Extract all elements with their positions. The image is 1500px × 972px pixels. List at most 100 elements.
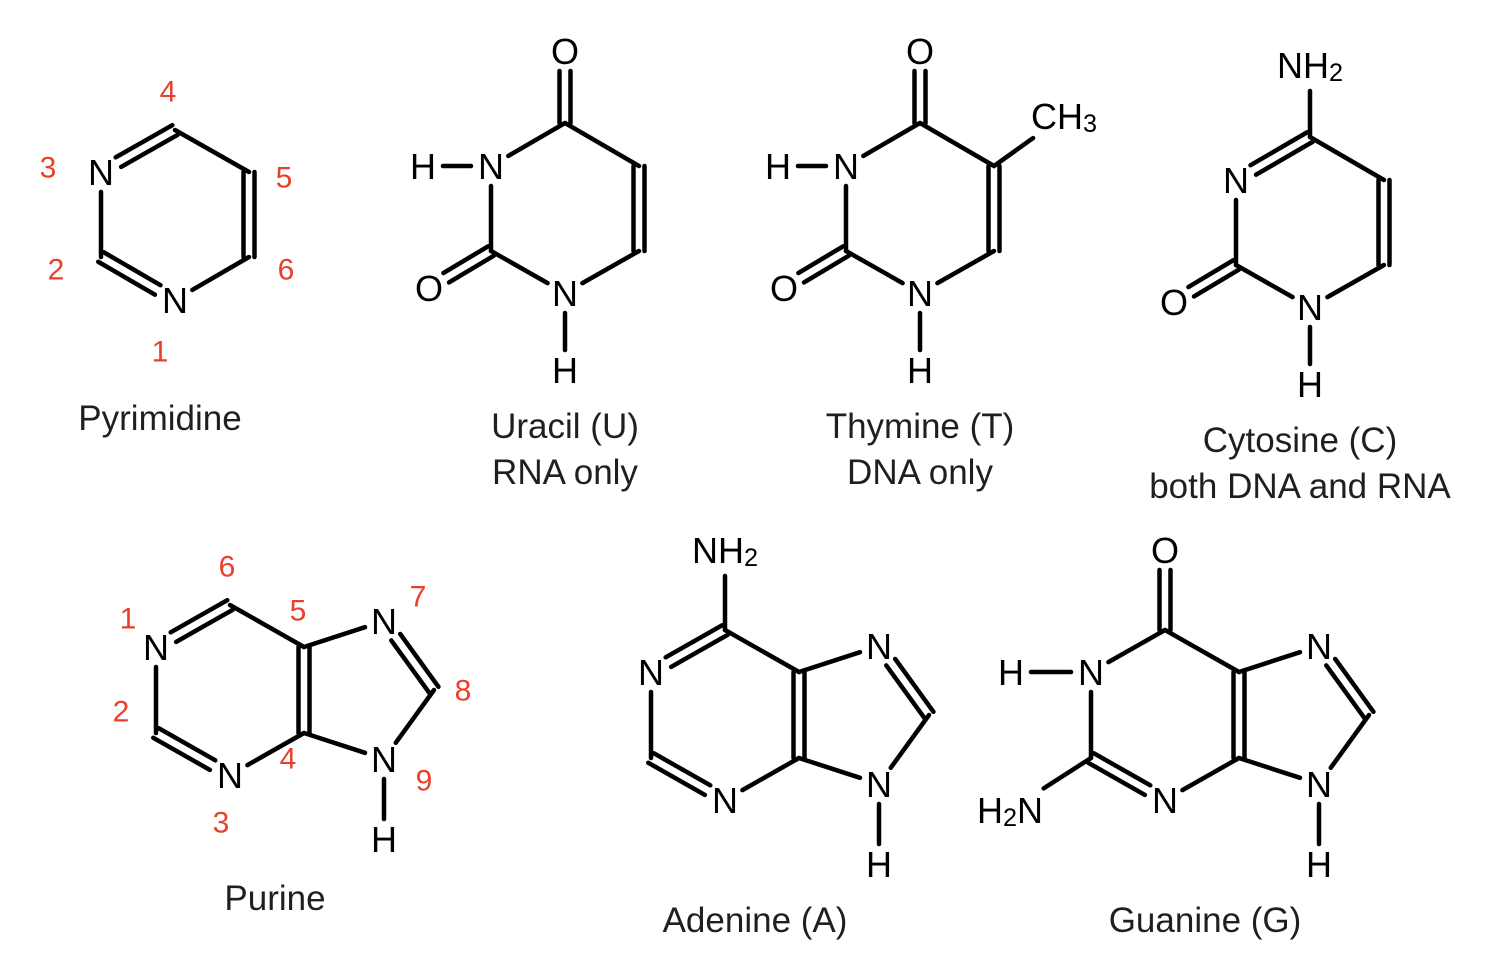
cytosine-caption-line: both DNA and RNA bbox=[1149, 467, 1451, 507]
purine-atom-H: H bbox=[371, 819, 397, 860]
uracil-atom-N: N bbox=[478, 146, 504, 187]
thymine-bond bbox=[935, 248, 997, 286]
uracil-atom-O: O bbox=[415, 268, 443, 309]
uracil-atom-H: H bbox=[410, 146, 436, 187]
guanine-bond bbox=[1236, 649, 1303, 675]
uracil-bond-double bbox=[441, 244, 491, 276]
purine-ring-number-5: 5 bbox=[290, 595, 307, 628]
thymine-bond bbox=[917, 120, 997, 169]
adenine-atom-N: N bbox=[866, 626, 892, 667]
adenine-caption: Adenine (A) bbox=[663, 898, 848, 944]
uracil-bond bbox=[506, 120, 568, 159]
pyrimidine-bond-double bbox=[118, 132, 180, 170]
thymine-atom-CH3: CH3 bbox=[1031, 96, 1097, 138]
uracil-caption-line: Uracil (U) bbox=[491, 407, 639, 446]
purine-bond bbox=[227, 602, 307, 650]
guanine-bond-double bbox=[1324, 663, 1367, 721]
purine-ring-number-1: 1 bbox=[120, 603, 137, 636]
purine-ring-number-2: 2 bbox=[113, 696, 130, 729]
purine-bond bbox=[245, 730, 307, 768]
purine-ring-number-4: 4 bbox=[280, 743, 297, 776]
purine-bond-double bbox=[173, 607, 235, 645]
pyrimidine-ring-number-3: 3 bbox=[40, 152, 57, 185]
guanine-atom-H2N: H2N bbox=[977, 790, 1043, 832]
purine-caption: Purine bbox=[224, 876, 325, 922]
thymine-caption: Thymine (T)DNA only bbox=[826, 404, 1015, 496]
uracil-bond bbox=[580, 248, 642, 286]
thymine-atom-N: N bbox=[833, 146, 859, 187]
pyrimidine-bond-double bbox=[95, 259, 158, 297]
guanine-bond bbox=[1041, 755, 1094, 791]
guanine-caption: Guanine (G) bbox=[1109, 898, 1302, 944]
uracil-caption: Uracil (U) RNA only bbox=[491, 404, 639, 496]
cytosine-bond-double bbox=[1191, 267, 1242, 299]
adenine-bond-double bbox=[892, 656, 936, 715]
purine-bond-double bbox=[151, 735, 213, 773]
purine-ring-number-8: 8 bbox=[455, 675, 472, 708]
guanine-bond bbox=[1106, 627, 1168, 665]
thymine-atom-H: H bbox=[765, 146, 791, 187]
adenine-bond bbox=[888, 712, 932, 771]
purine-ring-number-6: 6 bbox=[219, 551, 236, 584]
guanine-atom-N: N bbox=[1306, 626, 1332, 667]
purine-bond-double bbox=[389, 638, 432, 696]
guanine-atom-H: H bbox=[998, 652, 1024, 693]
adenine-bond-double bbox=[646, 760, 708, 798]
adenine-atom-N: N bbox=[712, 780, 738, 821]
guanine-bond bbox=[1236, 755, 1303, 781]
thymine-bond bbox=[861, 120, 923, 159]
guanine-bond-double bbox=[1091, 750, 1153, 788]
adenine-atom-NH2: NH2 bbox=[692, 530, 758, 572]
purine-atom-N: N bbox=[371, 601, 397, 642]
purine-caption-line: Purine bbox=[224, 879, 326, 918]
purine-atom-N: N bbox=[217, 755, 243, 796]
guanine-atom-N: N bbox=[1306, 764, 1332, 805]
cytosine-bond bbox=[1307, 134, 1387, 183]
thymine-atom-N: N bbox=[907, 273, 933, 314]
uracil-atom-H: H bbox=[552, 350, 578, 391]
thymine-atom-O: O bbox=[906, 31, 934, 72]
adenine-bond-double bbox=[884, 663, 927, 721]
adenine-bond-double bbox=[668, 632, 730, 670]
purine-bond-double bbox=[156, 725, 218, 763]
thymine-bond bbox=[843, 248, 905, 286]
adenine-bond-double bbox=[651, 750, 713, 788]
cytosine-atom-H: H bbox=[1297, 364, 1323, 405]
pyrimidine-ring-number-4: 4 bbox=[160, 76, 177, 109]
purine-atom-N: N bbox=[143, 627, 169, 668]
uracil-caption-line: RNA only bbox=[492, 453, 638, 493]
cytosine-bond bbox=[1325, 262, 1387, 300]
thymine-bond-double bbox=[801, 253, 852, 285]
pyrimidine-bond bbox=[172, 127, 252, 175]
uracil-bond bbox=[488, 248, 550, 286]
cytosine-bond-double bbox=[1253, 139, 1316, 177]
uracil-atom-O: O bbox=[551, 31, 579, 72]
guanine-atom-O: O bbox=[1151, 530, 1179, 571]
uracil-bond bbox=[562, 120, 642, 169]
guanine-bond-double bbox=[1086, 760, 1148, 798]
purine-ring-number-7: 7 bbox=[410, 581, 427, 614]
pyrimidine-ring-number-6: 6 bbox=[278, 254, 295, 287]
thymine-caption-line: DNA only bbox=[847, 453, 993, 493]
guanine-atom-N: N bbox=[1078, 652, 1104, 693]
pyrimidine-caption: Pyrimidine bbox=[78, 396, 241, 442]
cytosine-caption-line: Cytosine (C) bbox=[1202, 421, 1398, 460]
thymine-bond-double bbox=[796, 244, 846, 276]
cytosine-caption: Cytosine (C) both DNA and RNA bbox=[1149, 418, 1451, 510]
purine-bond bbox=[301, 624, 368, 650]
guanine-bond-double bbox=[1332, 656, 1376, 715]
guanine-caption-line: Guanine (G) bbox=[1108, 901, 1302, 940]
thymine-atom-H: H bbox=[907, 350, 933, 391]
uracil-bond-double bbox=[446, 253, 497, 285]
cytosine-atom-N: N bbox=[1223, 160, 1249, 201]
pyrimidine-ring-number-5: 5 bbox=[276, 162, 293, 195]
